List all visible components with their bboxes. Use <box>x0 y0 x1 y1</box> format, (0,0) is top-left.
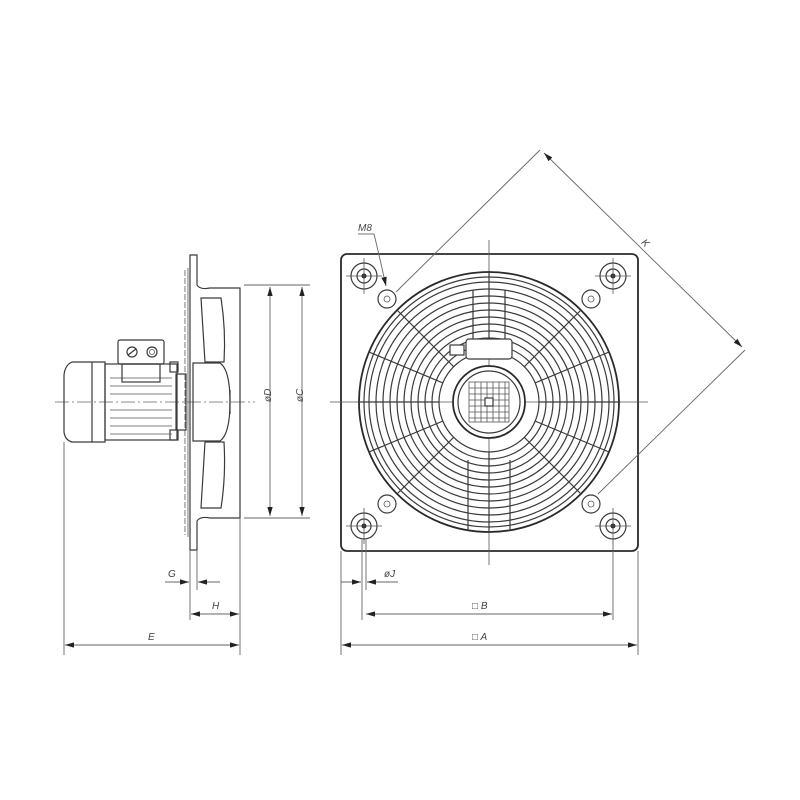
blade-upper <box>200 297 226 363</box>
fan-guard <box>358 271 620 533</box>
motor-vent-grid <box>468 381 510 423</box>
dim-label-H: H <box>212 601 220 612</box>
dim-label-C: øC <box>295 388 306 402</box>
dim-label-M8: M8 <box>358 223 372 234</box>
cable-gland <box>126 346 138 358</box>
side-view: øD øC G H E <box>55 254 310 655</box>
dim-label-E: E <box>148 632 155 643</box>
motor-fan-cover <box>63 361 106 443</box>
mounting-plate <box>340 253 639 552</box>
blade-lower <box>200 441 226 509</box>
dim-label-A: □ A <box>472 632 487 643</box>
front-view: M8 K øJ □ B □ A <box>330 149 746 655</box>
terminal-box-front <box>465 338 513 360</box>
corner-hole-bl <box>346 508 382 544</box>
dim-label-G: G <box>168 569 176 580</box>
motor-flange <box>175 373 187 431</box>
dim-label-B: □ B <box>472 601 488 612</box>
corner-hole-br <box>595 508 631 544</box>
dim-label-K: K <box>639 237 652 250</box>
corner-hole-tl <box>346 258 382 294</box>
dim-label-D: øD <box>263 389 274 402</box>
corner-hole-tr <box>595 258 631 294</box>
dim-label-J: øJ <box>384 569 396 580</box>
mounting-flange <box>189 254 241 551</box>
